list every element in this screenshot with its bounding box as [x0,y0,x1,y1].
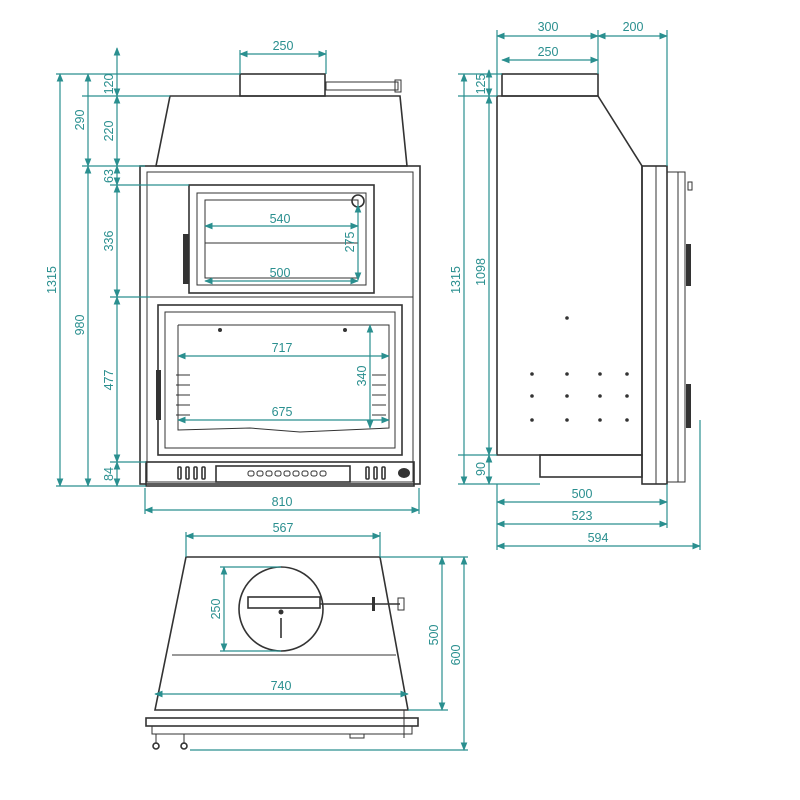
dim-side-flue-width: 250 [538,45,559,59]
dim-front-top-total: 290 [73,110,87,131]
top-dimension-lines [154,532,468,751]
dim-front-flue-width: 250 [273,39,294,53]
dim-front-flue-height: 120 [102,74,116,95]
dim-fire-glass-height: 340 [355,366,369,387]
front-base [145,461,415,487]
front-damper-knob [394,79,402,93]
fire-door-right-hinges [372,374,386,416]
dim-front-hood-height: 220 [102,121,116,142]
dim-front-overall-width: 810 [272,495,293,509]
dim-fire-inner-width: 717 [272,341,293,355]
dim-side-overall-height: 1315 [449,266,463,294]
front-dimension-lines [56,47,420,514]
top-door-profile [151,725,413,735]
oven-door-frame [196,192,367,286]
base-vents-right [365,466,386,480]
air-control-knob [398,468,410,478]
dim-side-front-offset: 200 [623,20,644,34]
dim-front-oven-band: 63 [102,169,116,183]
side-front-panel [641,165,668,485]
side-flue-collar [501,73,599,97]
top-view: 567 250 500 600 740 [145,521,468,751]
side-oven-handle [686,244,691,286]
side-door-profile [666,171,686,483]
front-damper-rod [325,81,399,91]
fire-door-handle [156,370,161,420]
dim-fire-glass-width: 675 [272,405,293,419]
dim-front-oven-height: 336 [102,231,116,252]
front-body [139,165,421,485]
fire-door-bolt-right [343,328,347,332]
dim-top-flue-diameter: 250 [209,599,223,620]
dim-front-base-height: 84 [102,467,116,481]
dim-side-body-height: 1098 [474,258,488,286]
side-fire-handle [686,384,691,428]
front-view: 250 1315 290 980 120 220 63 336 477 84 5… [45,39,421,514]
top-left-handle [152,742,160,750]
fire-door-frame [164,311,396,449]
top-damper-pivot [278,609,284,615]
front-hood [155,95,408,167]
dim-side-top-depth: 300 [538,20,559,34]
dim-side-flue-height: 125 [474,74,488,95]
top-front-panel [145,717,419,727]
dim-front-overall-height: 1315 [45,266,59,294]
dim-side-depth-total: 594 [588,531,609,545]
top-knob-profile [349,733,365,739]
side-body [496,95,643,456]
dim-oven-glass-width: 500 [270,266,291,280]
dim-side-depth-body: 523 [572,509,593,523]
dim-oven-inner-width: 540 [270,212,291,226]
dim-side-depth-base: 500 [572,487,593,501]
ash-drawer [215,465,351,483]
fire-door-left-hinges [176,374,190,416]
top-flue-circle [238,566,324,652]
fire-door-bolt-left [218,328,222,332]
oven-handle [183,234,189,284]
base-vents-left [177,466,206,480]
dim-top-front-width: 740 [271,679,292,693]
side-base [539,454,643,478]
side-knob-top [687,181,693,191]
top-right-handle [180,742,188,750]
top-damper-plate [247,596,321,609]
dim-oven-glass-height: 275 [343,232,357,253]
top-damper-knob [397,597,405,611]
side-dimension-lines [458,30,701,550]
ash-drawer-slots [247,470,327,477]
fire-glass [177,324,390,433]
dim-front-fire-height: 477 [102,370,116,391]
side-view: 300 200 250 1315 125 1098 90 500 523 594 [449,20,701,550]
dim-side-base-height: 90 [474,462,488,476]
dim-front-body-height: 980 [73,315,87,336]
top-damper-stop [372,597,375,611]
dim-top-depth-inner: 500 [427,625,441,646]
dim-top-back-width: 567 [273,521,294,535]
dim-top-depth-total: 600 [449,645,463,666]
side-vent-holes [530,316,629,422]
front-flue-collar [239,73,326,97]
